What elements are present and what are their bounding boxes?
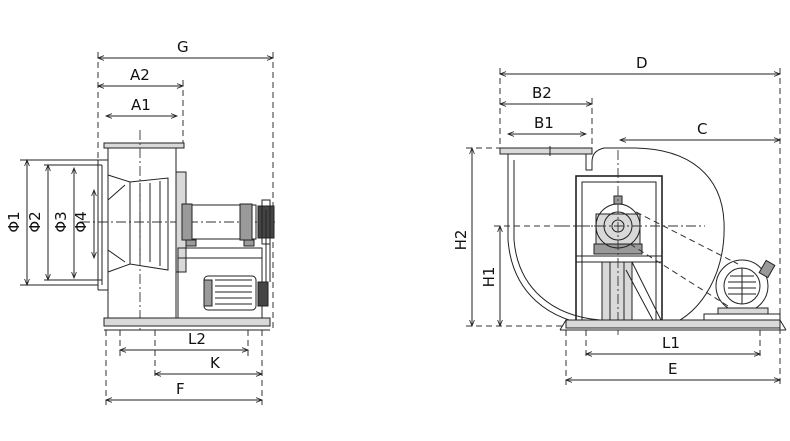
volute-inner <box>513 160 601 321</box>
motor-rail <box>703 313 781 321</box>
bearing-pedestal <box>601 261 633 327</box>
dim-label-b1: B1 <box>534 114 554 132</box>
dim-label-f: F <box>176 380 185 398</box>
motor-pulley <box>257 281 269 307</box>
dim-label-b2: B2 <box>532 84 552 102</box>
left-view: G A2 A1 <box>5 38 275 405</box>
bearing <box>181 203 193 241</box>
right-view: D B2 B1 C <box>452 54 787 385</box>
dim-label-h2: H2 <box>452 230 470 251</box>
base-frame <box>103 317 271 327</box>
bearing-foot <box>185 239 197 247</box>
motor-feet <box>717 307 769 315</box>
dim-label-d: D <box>636 54 648 72</box>
inlet-cone <box>107 174 169 273</box>
dim-label-phi3: Φ3 <box>52 211 70 232</box>
terminal-box <box>758 259 776 279</box>
fan-housing <box>107 147 177 321</box>
dim-label-l1: L1 <box>662 334 680 352</box>
bearing-foot <box>243 239 255 247</box>
dim-label-l2: L2 <box>188 330 206 348</box>
dim-label-a1: A1 <box>131 96 151 114</box>
outlet-flange <box>499 147 593 155</box>
dim-label-phi2: Φ2 <box>26 211 44 232</box>
dim-label-k: K <box>210 354 221 372</box>
belt-line <box>635 211 739 265</box>
dim-label-phi4: Φ4 <box>72 211 90 232</box>
dim-label-a2: A2 <box>130 66 150 84</box>
base-frame <box>565 319 781 329</box>
bearing <box>239 203 253 241</box>
dim-label-g: G <box>177 38 189 56</box>
dim-label-c: C <box>697 120 707 138</box>
inlet-guide <box>107 184 126 263</box>
motor-cap <box>203 279 213 307</box>
outlet-flange <box>103 142 185 149</box>
base-foot <box>559 319 787 331</box>
dim-label-h1: H1 <box>480 267 498 288</box>
dim-label-e: E <box>668 360 677 378</box>
belt-line <box>629 243 729 307</box>
dim-label-phi1: Φ1 <box>5 211 23 232</box>
volute-housing <box>507 147 725 327</box>
